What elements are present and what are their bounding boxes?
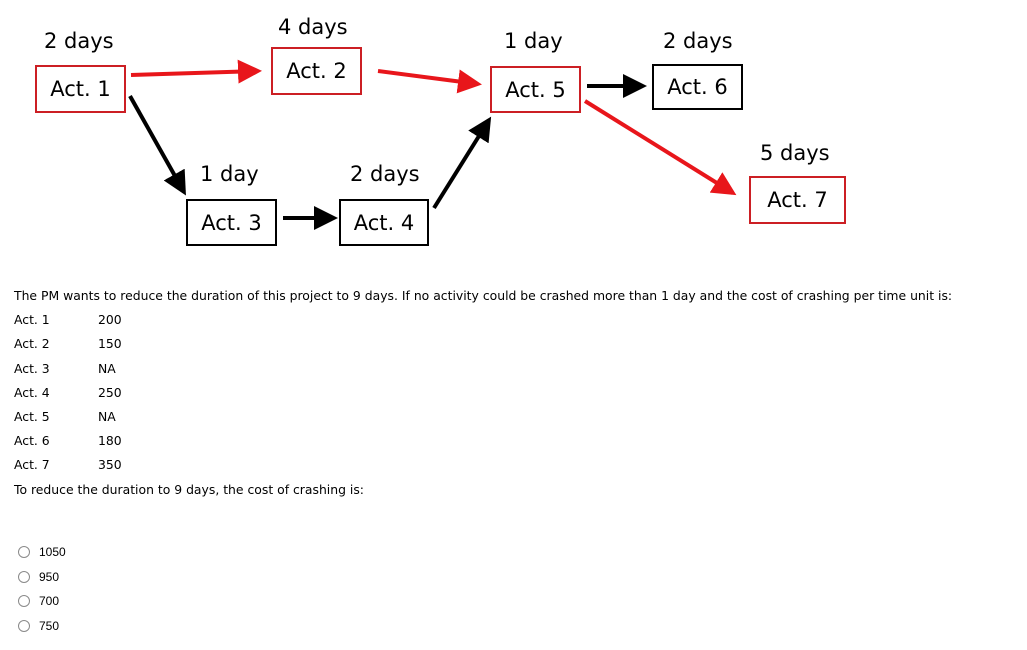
cost-value: 180: [98, 433, 122, 449]
radio-button[interactable]: [18, 619, 30, 632]
arrow-act4-act5: [432, 116, 492, 210]
arrow-act1-act3: [128, 95, 186, 196]
arrow-act2-act5: [377, 69, 482, 94]
cost-value: 350: [98, 457, 122, 473]
act6-duration: 2 days: [663, 29, 733, 53]
option-label: 950: [39, 569, 60, 584]
cost-activity: Act. 2: [14, 336, 50, 352]
cost-value: 150: [98, 336, 122, 352]
act7-duration: 5 days: [760, 141, 830, 165]
act7-box: Act. 7: [749, 176, 846, 224]
act2-box: Act. 2: [271, 47, 362, 95]
act3-box: Act. 3: [186, 199, 277, 246]
radio-button[interactable]: [18, 570, 30, 583]
act1-duration: 2 days: [44, 29, 114, 53]
act4-duration: 2 days: [350, 162, 420, 186]
act5-box: Act. 5: [490, 66, 581, 113]
cost-value: 200: [98, 312, 122, 328]
radio-button[interactable]: [18, 546, 30, 559]
cost-row: Act. 5 NA: [14, 405, 952, 429]
cost-value: 250: [98, 384, 122, 400]
option-label: 700: [39, 594, 60, 609]
option-label: 1050: [39, 545, 66, 560]
cost-row: Act. 1 200: [14, 308, 952, 332]
act4-box: Act. 4: [339, 199, 429, 246]
arrow-act1-act2: [130, 59, 262, 84]
act3-duration: 1 day: [200, 162, 259, 186]
cost-row: Act. 6 180: [14, 429, 952, 453]
cost-activity: Act. 1: [14, 312, 50, 328]
cost-row: Act. 4 250: [14, 381, 952, 405]
arrow-act5-act7: [583, 99, 737, 196]
cost-activity: Act. 4: [14, 384, 50, 400]
cost-activity: Act. 6: [14, 433, 50, 449]
act6-box: Act. 6: [652, 64, 743, 110]
question-text: The PM wants to reduce the duration of t…: [14, 284, 952, 502]
question-intro: The PM wants to reduce the duration of t…: [14, 288, 953, 303]
cost-activity: Act. 3: [14, 360, 50, 376]
network-diagram: 2 days Act. 1 4 days Act. 2 1 day Act. 3…: [0, 0, 1027, 260]
cost-row: Act. 2 150: [14, 332, 952, 356]
cost-value: NA: [98, 360, 116, 376]
arrows-layer: [128, 59, 737, 230]
cost-activity: Act. 7: [14, 457, 50, 473]
act2-duration: 4 days: [278, 15, 348, 39]
radio-button[interactable]: [18, 595, 30, 608]
question-prompt: To reduce the duration to 9 days, the co…: [14, 481, 364, 497]
act5-duration: 1 day: [504, 29, 563, 53]
cost-row: Act. 3 NA: [14, 357, 952, 381]
cost-value: NA: [98, 409, 116, 425]
option-label: 750: [39, 618, 60, 633]
answer-options: 1050 950 700 750: [18, 540, 66, 638]
option-1050[interactable]: 1050: [18, 540, 66, 565]
option-700[interactable]: 700: [18, 589, 66, 614]
option-750[interactable]: 750: [18, 614, 66, 639]
cost-row: Act. 7 350: [14, 453, 952, 477]
cost-activity: Act. 5: [14, 409, 50, 425]
option-950[interactable]: 950: [18, 565, 66, 590]
act1-box: Act. 1: [35, 65, 126, 113]
